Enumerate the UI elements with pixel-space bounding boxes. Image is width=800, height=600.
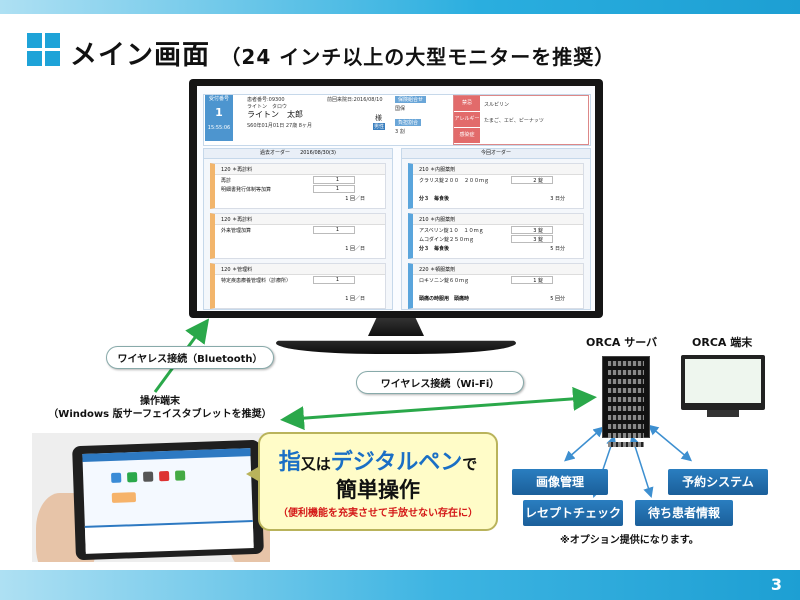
- option-note: ※オプション提供になります。: [560, 531, 699, 546]
- option-arrow-waiting: [633, 440, 650, 493]
- option-image-management: 画像管理: [512, 469, 608, 495]
- callout-bubble: 指又はデジタルペンで 簡単操作 （便利機能を充実させて手放せない存在に）: [258, 432, 498, 531]
- tablet-screen: [82, 448, 253, 552]
- page-number: 3: [771, 575, 782, 594]
- callout-de: で: [462, 455, 477, 473]
- tablet-app-icon: [159, 471, 169, 481]
- tablet-device: [72, 440, 264, 560]
- callout-note: （便利機能を充実させて手放せない存在に）: [260, 504, 496, 519]
- callout-or: 又は: [301, 455, 331, 473]
- option-arrow-reserve: [652, 428, 688, 458]
- tablet-photo: [32, 433, 270, 562]
- orca-server-label: ORCA サーバ: [586, 334, 657, 350]
- option-receipt-check: レセプトチェック: [523, 500, 623, 526]
- tablet-app-icon: [175, 470, 185, 480]
- orca-terminal-icon: [681, 355, 765, 410]
- option-reservation-system: 予約システム: [668, 469, 768, 495]
- callout-pen: デジタルペン: [331, 450, 463, 475]
- tablet-app-icon: [111, 473, 121, 483]
- callout-finger: 指: [279, 450, 301, 475]
- tablet-app-icon: [143, 472, 153, 482]
- callout-line1: 指又はデジタルペンで: [260, 444, 496, 476]
- wifi-label: ワイヤレス接続（Wi-Fi）: [356, 371, 524, 394]
- option-arrow-image: [568, 430, 600, 458]
- bottom-accent-bar: 3: [0, 570, 800, 600]
- terminal-subtitle: （Windows 版サーフェイスタブレットを推奨）: [48, 405, 272, 420]
- bluetooth-label: ワイヤレス接続（Bluetooth）: [106, 346, 274, 369]
- tablet-app-icon: [127, 472, 137, 482]
- orca-terminal-label: ORCA 端末: [692, 334, 752, 350]
- callout-easy: 簡単操作: [260, 474, 496, 504]
- option-waiting-patient-info: 待ち患者情報: [635, 500, 733, 526]
- wifi-arrow: [292, 398, 585, 419]
- tablet-app-icon: [112, 492, 136, 503]
- orca-server-icon: [602, 356, 650, 438]
